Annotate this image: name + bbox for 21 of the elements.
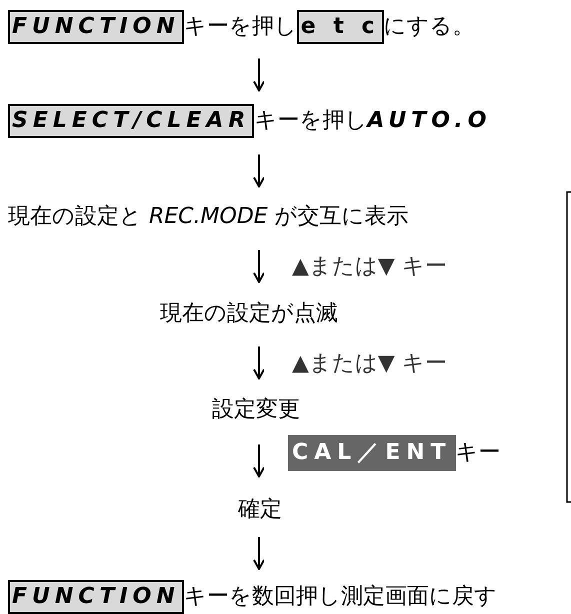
- key-label: e t c: [296, 10, 384, 44]
- arrow: [253, 250, 265, 283]
- step-text: キーを押し: [184, 14, 297, 39]
- step-text: 現在の設定が点滅: [160, 299, 338, 329]
- arrow: [253, 58, 265, 92]
- step-text: 設定変更: [212, 395, 300, 425]
- key-label: FUNCTION: [8, 580, 184, 614]
- arrow: [253, 537, 265, 570]
- arrow: [253, 346, 265, 380]
- key-label: CAL／ENT: [288, 435, 456, 471]
- step-text: キーを数回押し測定画面に戻す: [184, 584, 497, 609]
- key-label: FUNCTION: [8, 10, 184, 44]
- step-text: キーを押し: [254, 108, 368, 133]
- step-text: 現在の設定と REC.MODE が交互に表示: [8, 202, 409, 232]
- arrow: [253, 154, 265, 188]
- step-text: 確定: [238, 495, 282, 525]
- arrow: [253, 444, 265, 478]
- step-text: キー: [456, 440, 501, 465]
- key-name: AUTO.O: [367, 108, 492, 133]
- key-label: SELECT/CLEAR: [8, 104, 254, 138]
- step-text: にする。: [384, 14, 475, 39]
